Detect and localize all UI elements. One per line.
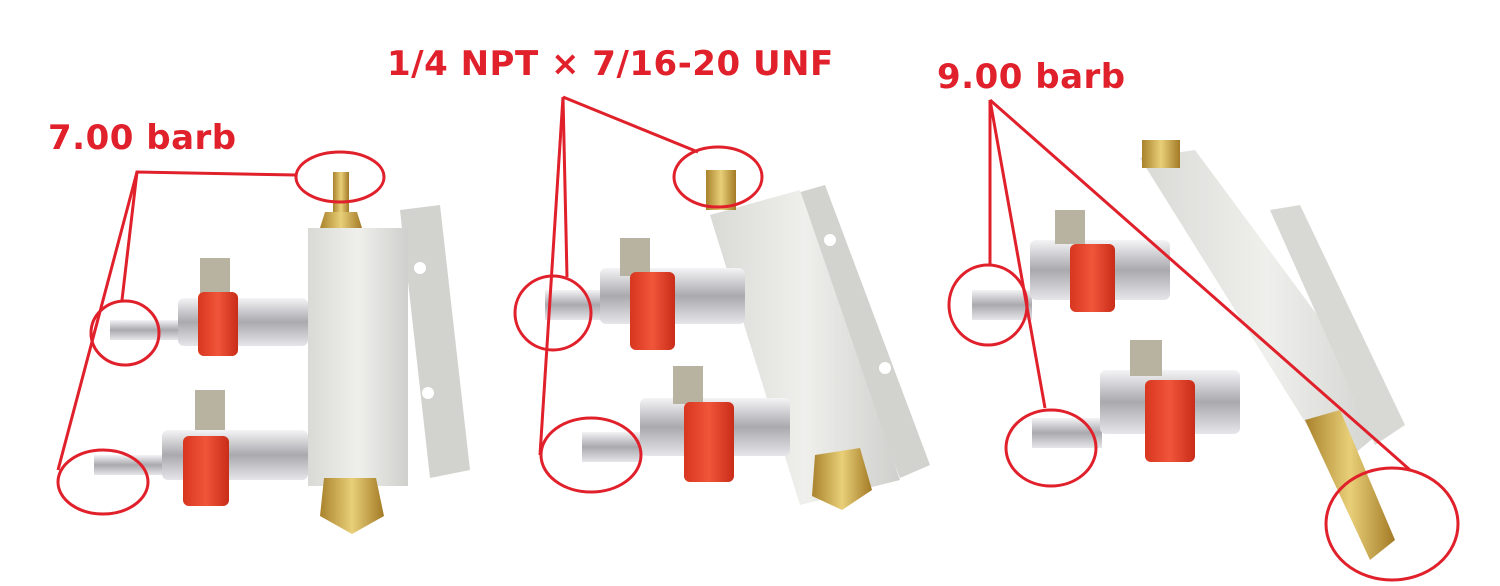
annotation-label-center: 1/4 NPT × 7/16-20 UNF bbox=[387, 44, 834, 84]
callout-circle bbox=[89, 299, 161, 367]
annotation-label-right: 9.00 barb bbox=[937, 57, 1126, 97]
callout-circle bbox=[1004, 408, 1098, 488]
callout-circle bbox=[1324, 466, 1460, 582]
manifold-right bbox=[972, 140, 1405, 560]
annotations-right bbox=[947, 98, 1460, 582]
callout-circle bbox=[672, 145, 764, 209]
manifold-center bbox=[545, 170, 930, 510]
annotations-center bbox=[513, 95, 764, 494]
callout-circle bbox=[56, 448, 150, 516]
callout-circle bbox=[294, 150, 386, 204]
manifold-left bbox=[94, 172, 470, 534]
annotation-label-left: 7.00 barb bbox=[48, 118, 237, 158]
annotations-left bbox=[56, 150, 386, 516]
